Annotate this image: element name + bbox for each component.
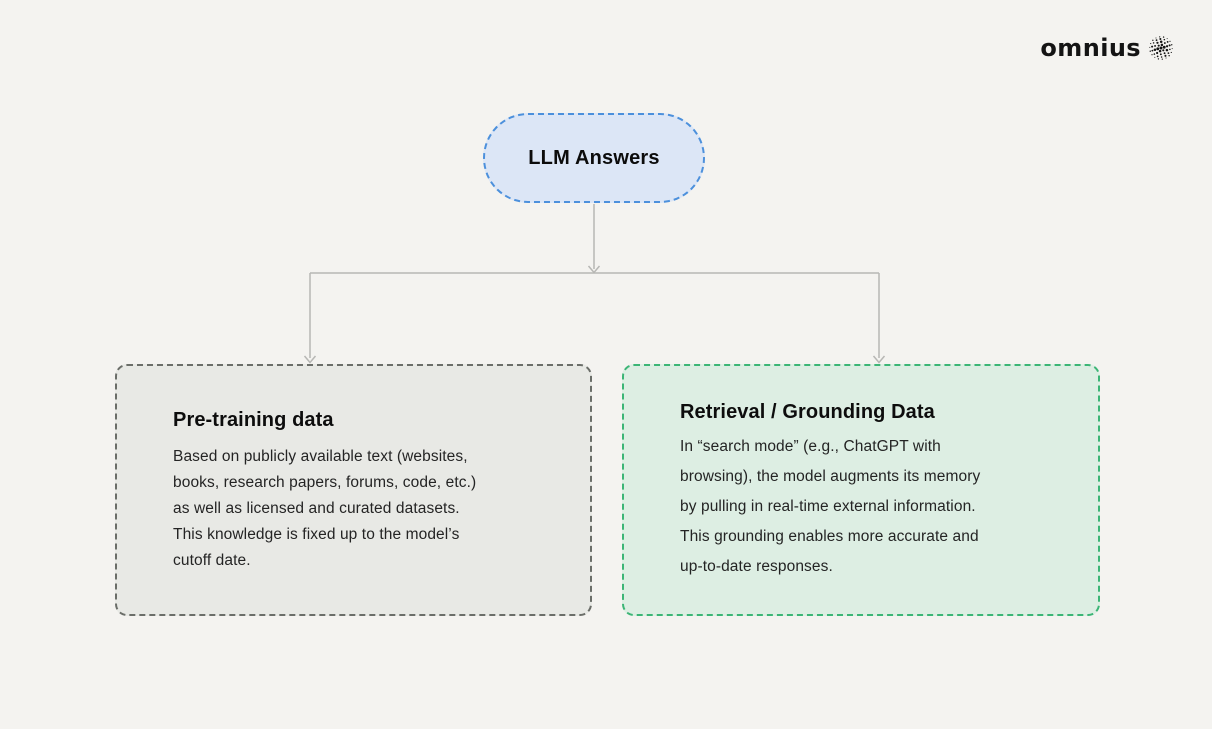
body-line: This knowledge is fixed up to the model’…	[173, 526, 460, 543]
body-line: browsing), the model augments its memory	[680, 468, 981, 485]
arrowhead-center-icon	[587, 265, 601, 274]
body-line: up-to-date responses.	[680, 558, 833, 575]
body-line: In “search mode” (e.g., ChatGPT with	[680, 438, 941, 455]
node-llm-answers: LLM Answers	[483, 113, 705, 203]
body-line: Based on publicly available text (websit…	[173, 448, 468, 465]
body-line: as well as licensed and curated datasets…	[173, 500, 460, 517]
node-llm-answers-label: LLM Answers	[528, 146, 660, 169]
brand-logo: omnius	[1040, 35, 1174, 61]
brand-wordmark: omnius	[1040, 34, 1141, 62]
body-line: cutoff date.	[173, 552, 251, 569]
pretraining-body: Based on publicly available text (websit…	[173, 444, 538, 574]
body-line: This grounding enables more accurate and	[680, 528, 979, 545]
arrowhead-right-icon	[872, 355, 886, 364]
pretraining-title: Pre-training data	[173, 409, 334, 431]
body-line: by pulling in real-time external informa…	[680, 498, 976, 515]
node-pretraining-data: Pre-training data Based on publicly avai…	[115, 364, 592, 616]
body-line: books, research papers, forums, code, et…	[173, 474, 477, 491]
retrieval-body: In “search mode” (e.g., ChatGPT with bro…	[680, 432, 1050, 582]
node-retrieval-grounding-data: Retrieval / Grounding Data In “search mo…	[622, 364, 1100, 616]
dotted-sphere-icon	[1149, 36, 1173, 60]
arrowhead-left-icon	[303, 355, 317, 364]
retrieval-title: Retrieval / Grounding Data	[680, 401, 935, 423]
